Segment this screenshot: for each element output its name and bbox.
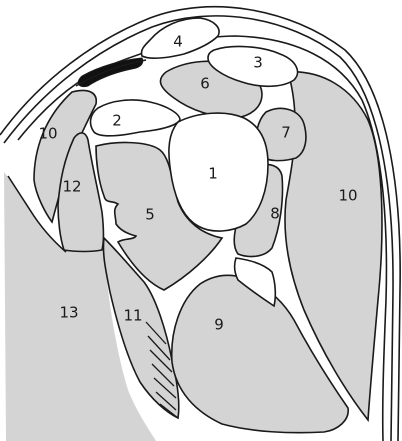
label-9: 9 bbox=[214, 316, 224, 334]
label-12: 12 bbox=[62, 178, 81, 196]
label-10-left: 10 bbox=[38, 125, 57, 143]
label-2: 2 bbox=[112, 112, 122, 130]
label-8: 8 bbox=[270, 205, 280, 223]
label-1: 1 bbox=[208, 165, 218, 183]
region-1 bbox=[169, 113, 268, 231]
label-11: 11 bbox=[123, 307, 142, 325]
label-7: 7 bbox=[281, 124, 291, 142]
label-3: 3 bbox=[253, 54, 263, 72]
label-6: 6 bbox=[200, 75, 210, 93]
label-10-right: 10 bbox=[338, 187, 357, 205]
label-5: 5 bbox=[145, 206, 155, 224]
label-13: 13 bbox=[59, 304, 78, 322]
label-4: 4 bbox=[173, 33, 183, 51]
region-2 bbox=[91, 100, 180, 136]
